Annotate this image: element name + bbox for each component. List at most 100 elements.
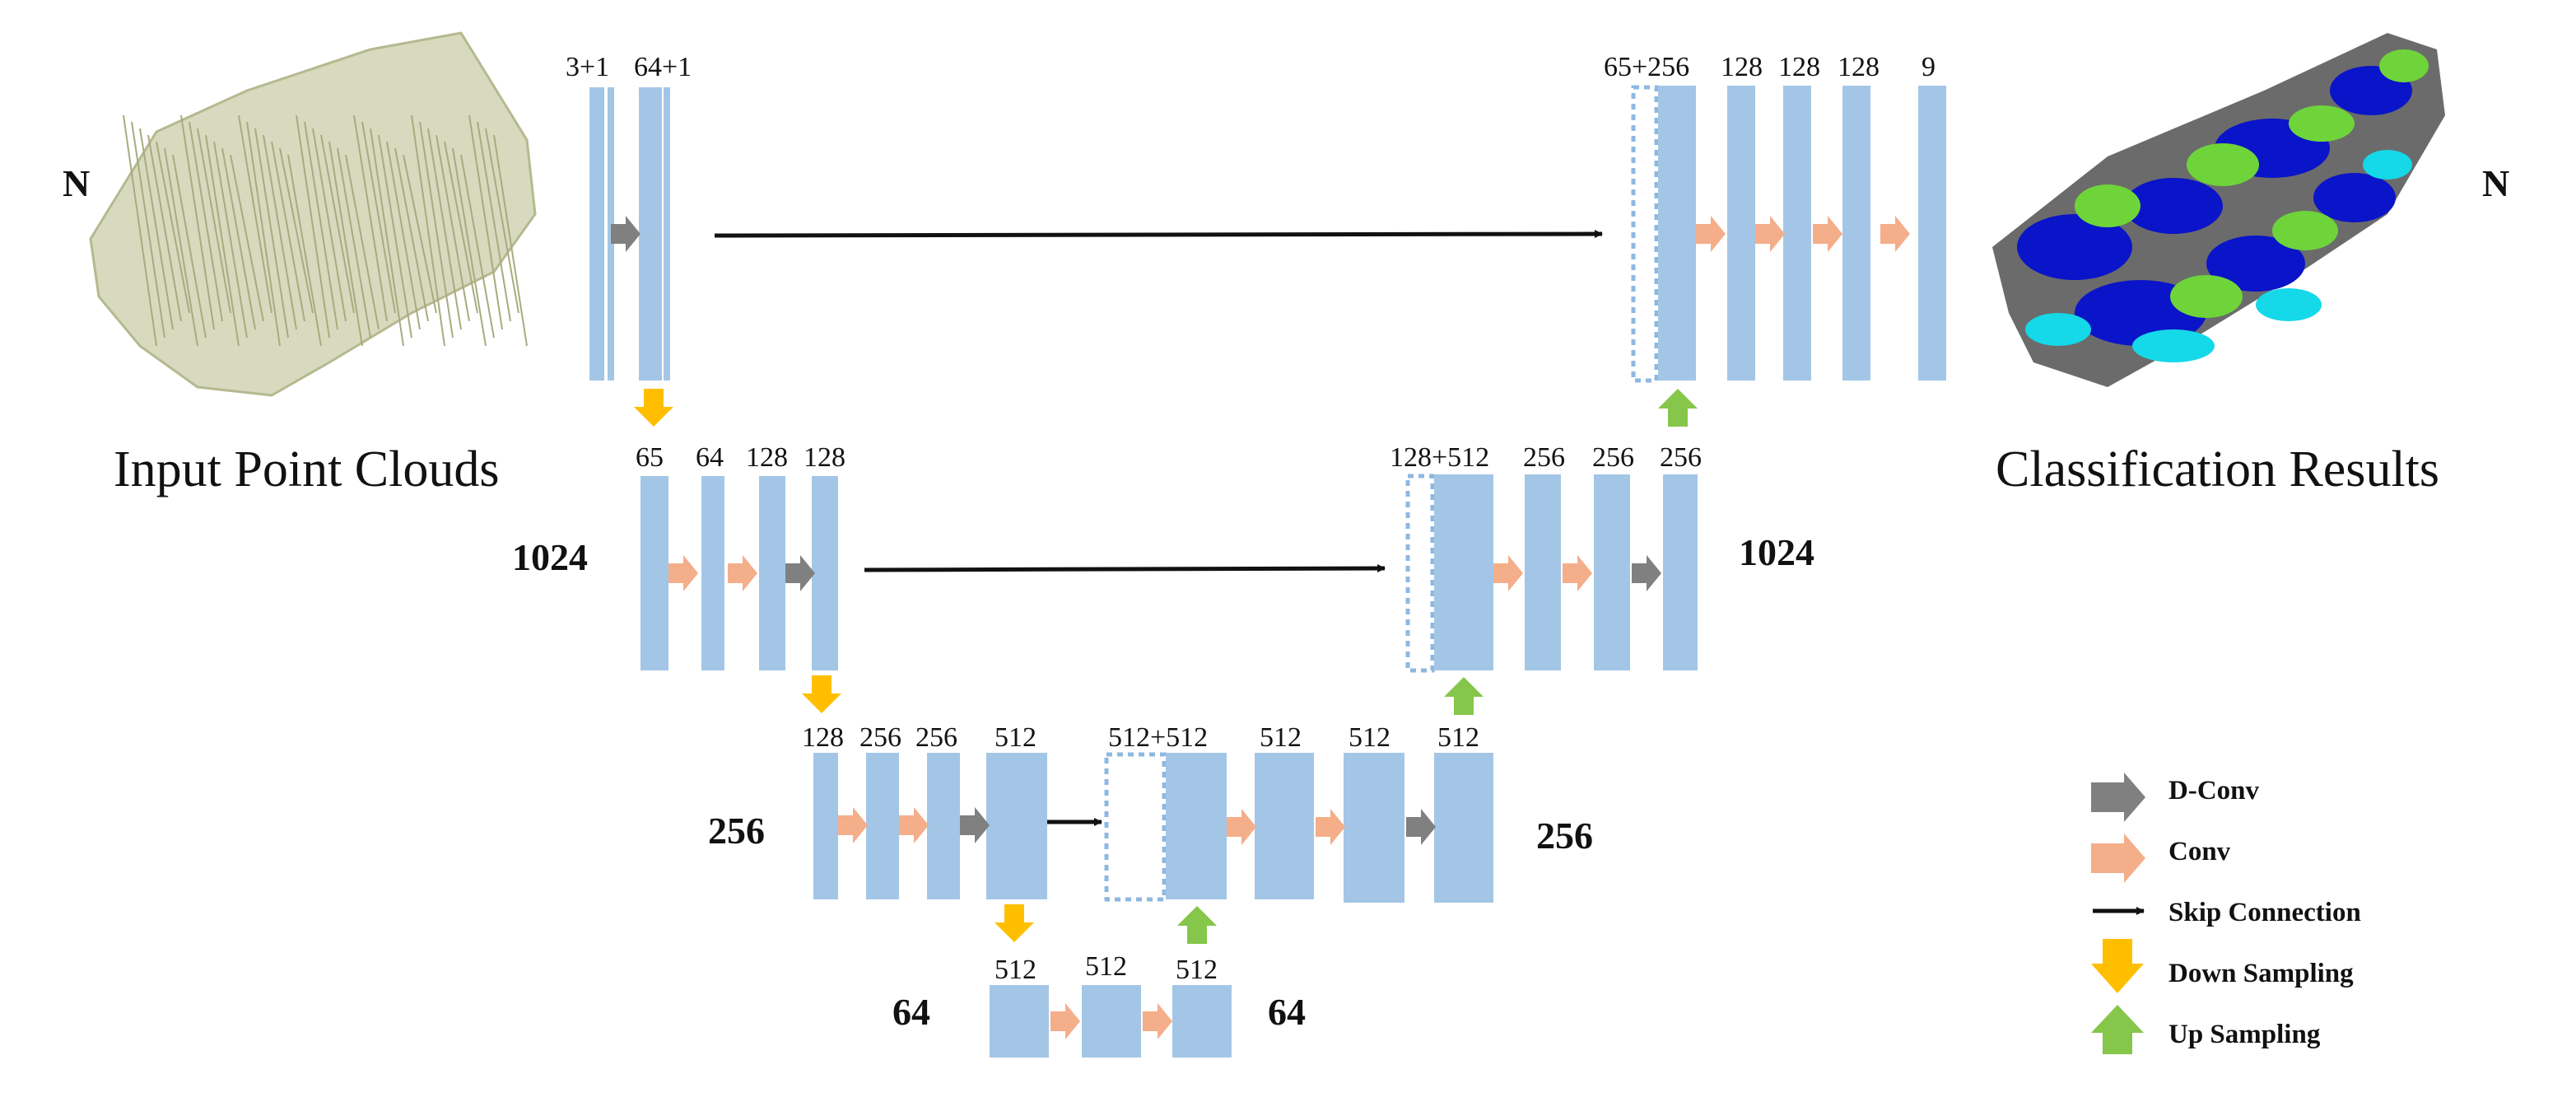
conv-arrow [1563, 555, 1592, 591]
enc2-block-c [927, 753, 960, 899]
conv-arrow [1143, 1003, 1172, 1039]
point-stroke [304, 121, 338, 330]
point-stroke [213, 141, 248, 339]
dec2-block-d [1434, 753, 1493, 903]
point-stroke [345, 154, 380, 330]
classified-region [2256, 288, 2322, 321]
enc1-label-d: 128 [804, 442, 845, 473]
classified-region [2272, 211, 2338, 250]
bott-label-a: 512 [995, 955, 1036, 985]
enc2-label-d: 512 [995, 722, 1036, 753]
classified-region [2313, 173, 2396, 222]
point-stroke [337, 147, 371, 339]
point-stroke [394, 147, 429, 322]
conv-arrow [899, 807, 929, 843]
skip-connection-level1 [864, 564, 1386, 573]
up-sampling-arrow [1658, 389, 1698, 427]
input-point-cloud-image [89, 31, 537, 397]
legend-conv-label: Conv [2168, 837, 2231, 866]
dec0-block-d [1842, 86, 1870, 381]
dec0-label-c: 128 [1778, 52, 1820, 82]
dec1-label-b: 256 [1523, 442, 1565, 473]
conv-arrow [1493, 555, 1523, 591]
classified-region [2379, 49, 2429, 82]
point-stroke [287, 154, 322, 347]
count-64-right: 64 [1268, 991, 1306, 1033]
enc0-label-b: 64+1 [634, 52, 692, 82]
enc0-block-a [589, 87, 604, 381]
point-stroke [493, 134, 528, 347]
point-stroke [205, 134, 240, 347]
point-stroke [123, 114, 157, 347]
point-stroke [180, 114, 215, 330]
enc1-label-b: 64 [696, 442, 724, 473]
skip-connection-level0 [714, 230, 1603, 239]
legend-dconv-icon [2091, 773, 2145, 822]
dconv-arrow [960, 807, 990, 843]
enc2-label-c: 256 [915, 722, 957, 753]
dec0-skip-block [1631, 85, 1659, 383]
point-stroke [221, 147, 256, 330]
enc1-block-b [701, 476, 724, 670]
conv-arrow [728, 555, 757, 591]
dec1-label-c: 256 [1592, 442, 1634, 473]
classified-region [2017, 214, 2132, 280]
enc1-label-c: 128 [746, 442, 788, 473]
dec1-block-b [1525, 474, 1561, 670]
point-stroke [254, 128, 289, 339]
classified-region [2170, 275, 2243, 318]
point-stroke [279, 147, 314, 314]
input-title: Input Point Clouds [114, 441, 500, 497]
dec2-skip-block [1104, 752, 1167, 902]
dec2-block-a [1166, 753, 1227, 899]
dec0-block-c [1783, 86, 1811, 381]
enc2-block-d [986, 753, 1047, 899]
point-stroke [147, 134, 182, 322]
enc0-block-b [639, 87, 662, 381]
legend-conv-icon [2091, 833, 2145, 883]
classified-region [2075, 184, 2140, 227]
output-title: Classification Results [1996, 441, 2439, 497]
count-n-left: N [63, 162, 90, 204]
point-stroke [263, 134, 297, 330]
point-stroke [246, 121, 281, 347]
point-stroke [320, 134, 355, 314]
legend-up-icon [2091, 1005, 2144, 1054]
dec1-label-a: 128+512 [1390, 442, 1489, 473]
dec0-block-b [1727, 86, 1755, 381]
down-sampling-arrow [802, 675, 841, 713]
dec0-block-a [1658, 86, 1696, 381]
enc1-block-a [641, 476, 668, 670]
point-stroke [328, 141, 363, 347]
conv-arrow [838, 807, 868, 843]
point-stroke [238, 114, 273, 314]
up-sampling-arrow [1177, 906, 1217, 944]
enc2-block-a [813, 753, 838, 899]
dec2-label-a: 512+512 [1108, 722, 1208, 753]
conv-arrow [1813, 216, 1842, 252]
conv-arrow [1696, 216, 1726, 252]
dec1-block-c [1594, 474, 1630, 670]
dec1-skip-block [1405, 474, 1435, 673]
up-sampling-arrow [1444, 677, 1484, 715]
conv-arrow [1227, 809, 1256, 845]
point-stroke [411, 114, 445, 347]
count-n-right: N [2482, 162, 2509, 204]
count-64-left: 64 [892, 991, 930, 1033]
legend-skip-label: Skip Connection [2168, 898, 2361, 927]
classified-region [2206, 236, 2305, 292]
point-stroke [361, 121, 396, 314]
point-stroke [296, 114, 330, 339]
dconv-arrow [1632, 555, 1661, 591]
count-1024-right: 1024 [1739, 531, 1814, 573]
point-stroke [419, 121, 454, 339]
classification-result-image [1992, 33, 2445, 387]
dec1-block-a [1434, 474, 1493, 670]
point-stroke [378, 134, 412, 339]
classified-region [2289, 105, 2355, 142]
point-stroke [230, 154, 264, 322]
enc2-block-b [866, 753, 899, 899]
enc0-label-a: 3+1 [566, 52, 609, 82]
point-stroke [427, 128, 462, 330]
